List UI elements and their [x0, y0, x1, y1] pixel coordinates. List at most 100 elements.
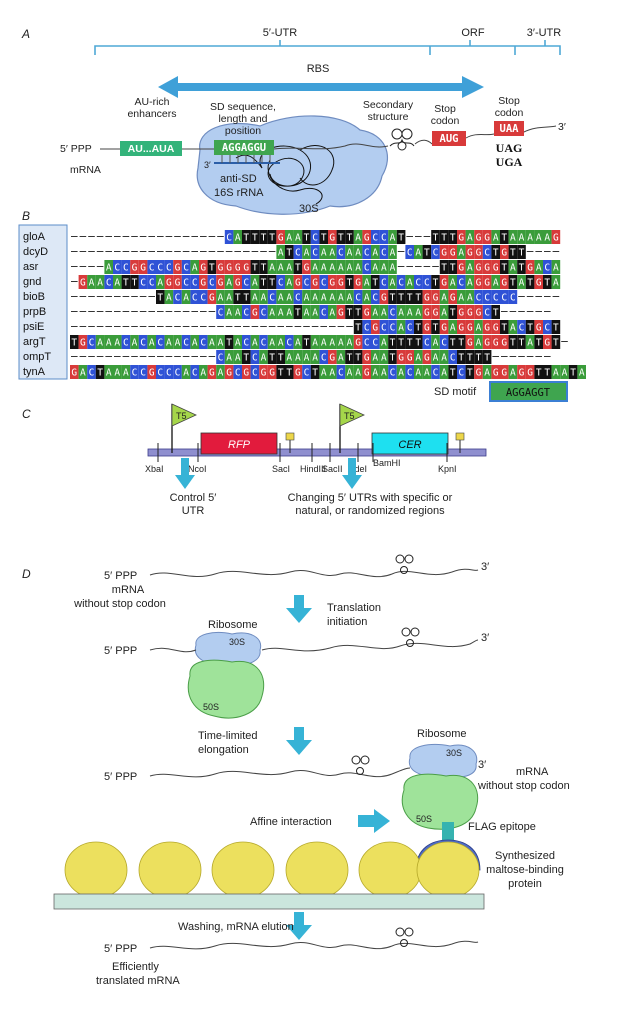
base-cell: [431, 320, 440, 334]
base-cell: [396, 320, 406, 334]
base-letter: T: [536, 368, 542, 379]
base-letter: A: [312, 293, 318, 304]
base-letter: A: [510, 323, 516, 334]
base-cell: [276, 260, 285, 274]
base-cell: [293, 350, 303, 364]
base-cell: [474, 365, 483, 379]
base-letter: G: [243, 263, 249, 274]
base-cell: [457, 275, 466, 289]
base-cell: [164, 365, 174, 379]
base-cell: [70, 365, 79, 379]
base-letter: G: [536, 278, 542, 289]
base-cell: [113, 260, 122, 274]
base-letter: G: [441, 323, 447, 334]
five-ppp-d4: 5′ PPP: [104, 943, 137, 955]
base-letter: A: [415, 248, 421, 259]
base-letter: C: [175, 293, 181, 304]
base-cell: [431, 230, 440, 244]
base-cell: [396, 365, 406, 379]
base-letter: A: [226, 293, 232, 304]
base-letter: T: [347, 233, 353, 244]
base-letter: T: [450, 233, 456, 244]
base-letter: A: [286, 263, 292, 274]
base-letter: A: [235, 233, 241, 244]
base-cell: [224, 365, 234, 379]
gene-name-tynA: tynA: [23, 366, 46, 378]
base-letter: A: [553, 278, 559, 289]
base-cell: [388, 350, 397, 364]
base-cell: [508, 245, 518, 259]
gene-name-argT: argT: [23, 336, 46, 348]
base-cell: [138, 365, 148, 379]
base-cell: [130, 260, 139, 274]
base-cell: [439, 365, 449, 379]
start-codon-label-2: codon: [431, 115, 460, 127]
five-ppp-d2: 5′ PPP: [104, 645, 137, 657]
base-letter: A: [269, 338, 275, 349]
base-cell: [353, 260, 363, 274]
base-letter: T: [261, 278, 267, 289]
base-letter: A: [433, 353, 439, 364]
base-cell: [293, 365, 303, 379]
arrow-affine: [358, 809, 390, 833]
base-cell: [345, 305, 354, 319]
base-letter: C: [450, 353, 456, 364]
base-letter: T: [398, 293, 404, 304]
base-cell: [319, 305, 328, 319]
base-letter: T: [527, 278, 533, 289]
base-letter: T: [390, 353, 396, 364]
base-letter: A: [458, 293, 464, 304]
base-letter: G: [476, 233, 482, 244]
site-xbai: XbaI: [145, 464, 164, 474]
base-cell: [121, 275, 131, 289]
base-letter: A: [166, 293, 172, 304]
base-letter: T: [243, 353, 249, 364]
base-letter: G: [200, 263, 206, 274]
base-letter: A: [381, 353, 387, 364]
base-letter: G: [149, 368, 155, 379]
base-cell: [379, 290, 389, 304]
base-letter: C: [364, 248, 370, 259]
site-hindiii: HindIII: [300, 464, 326, 474]
base-cell: [70, 335, 79, 349]
base-cell: [371, 290, 380, 304]
secondary-structure-hairpin: [389, 128, 415, 151]
base-letter: A: [450, 278, 456, 289]
base-letter: C: [372, 233, 378, 244]
arrow-changing: [342, 458, 362, 489]
base-cell: [104, 260, 113, 274]
base-cell: [319, 350, 328, 364]
base-letter: C: [364, 263, 370, 274]
base-cell: [371, 350, 380, 364]
base-letter: A: [433, 338, 439, 349]
base-letter: T: [372, 278, 378, 289]
base-letter: A: [347, 248, 353, 259]
base-cell: [448, 230, 457, 244]
five-ppp-d3: 5′ PPP: [104, 771, 137, 783]
base-cell: [147, 335, 156, 349]
base-letter: G: [175, 263, 181, 274]
rbs-label: RBS: [307, 63, 330, 75]
base-cell: [551, 335, 561, 349]
base-cell: [121, 365, 131, 379]
base-cell: [250, 230, 260, 244]
bracket-ticks: [279, 40, 546, 46]
base-cell: [336, 245, 346, 259]
base-cell: [431, 365, 440, 379]
base-cell: [293, 275, 303, 289]
base-cell: [276, 275, 285, 289]
base-letter: A: [372, 248, 378, 259]
base-cell: [379, 350, 389, 364]
base-cell: [388, 260, 397, 274]
base-letter: C: [278, 278, 284, 289]
base-cell: [431, 350, 440, 364]
base-cell: [482, 320, 492, 334]
base-cell: [267, 230, 277, 244]
base-letter: A: [355, 248, 361, 259]
panel-d-label: D: [22, 567, 31, 581]
base-cell: [104, 365, 113, 379]
base-cell: [457, 305, 466, 319]
base-letter: A: [278, 248, 284, 259]
base-cell: [353, 290, 363, 304]
base-cell: [525, 320, 535, 334]
